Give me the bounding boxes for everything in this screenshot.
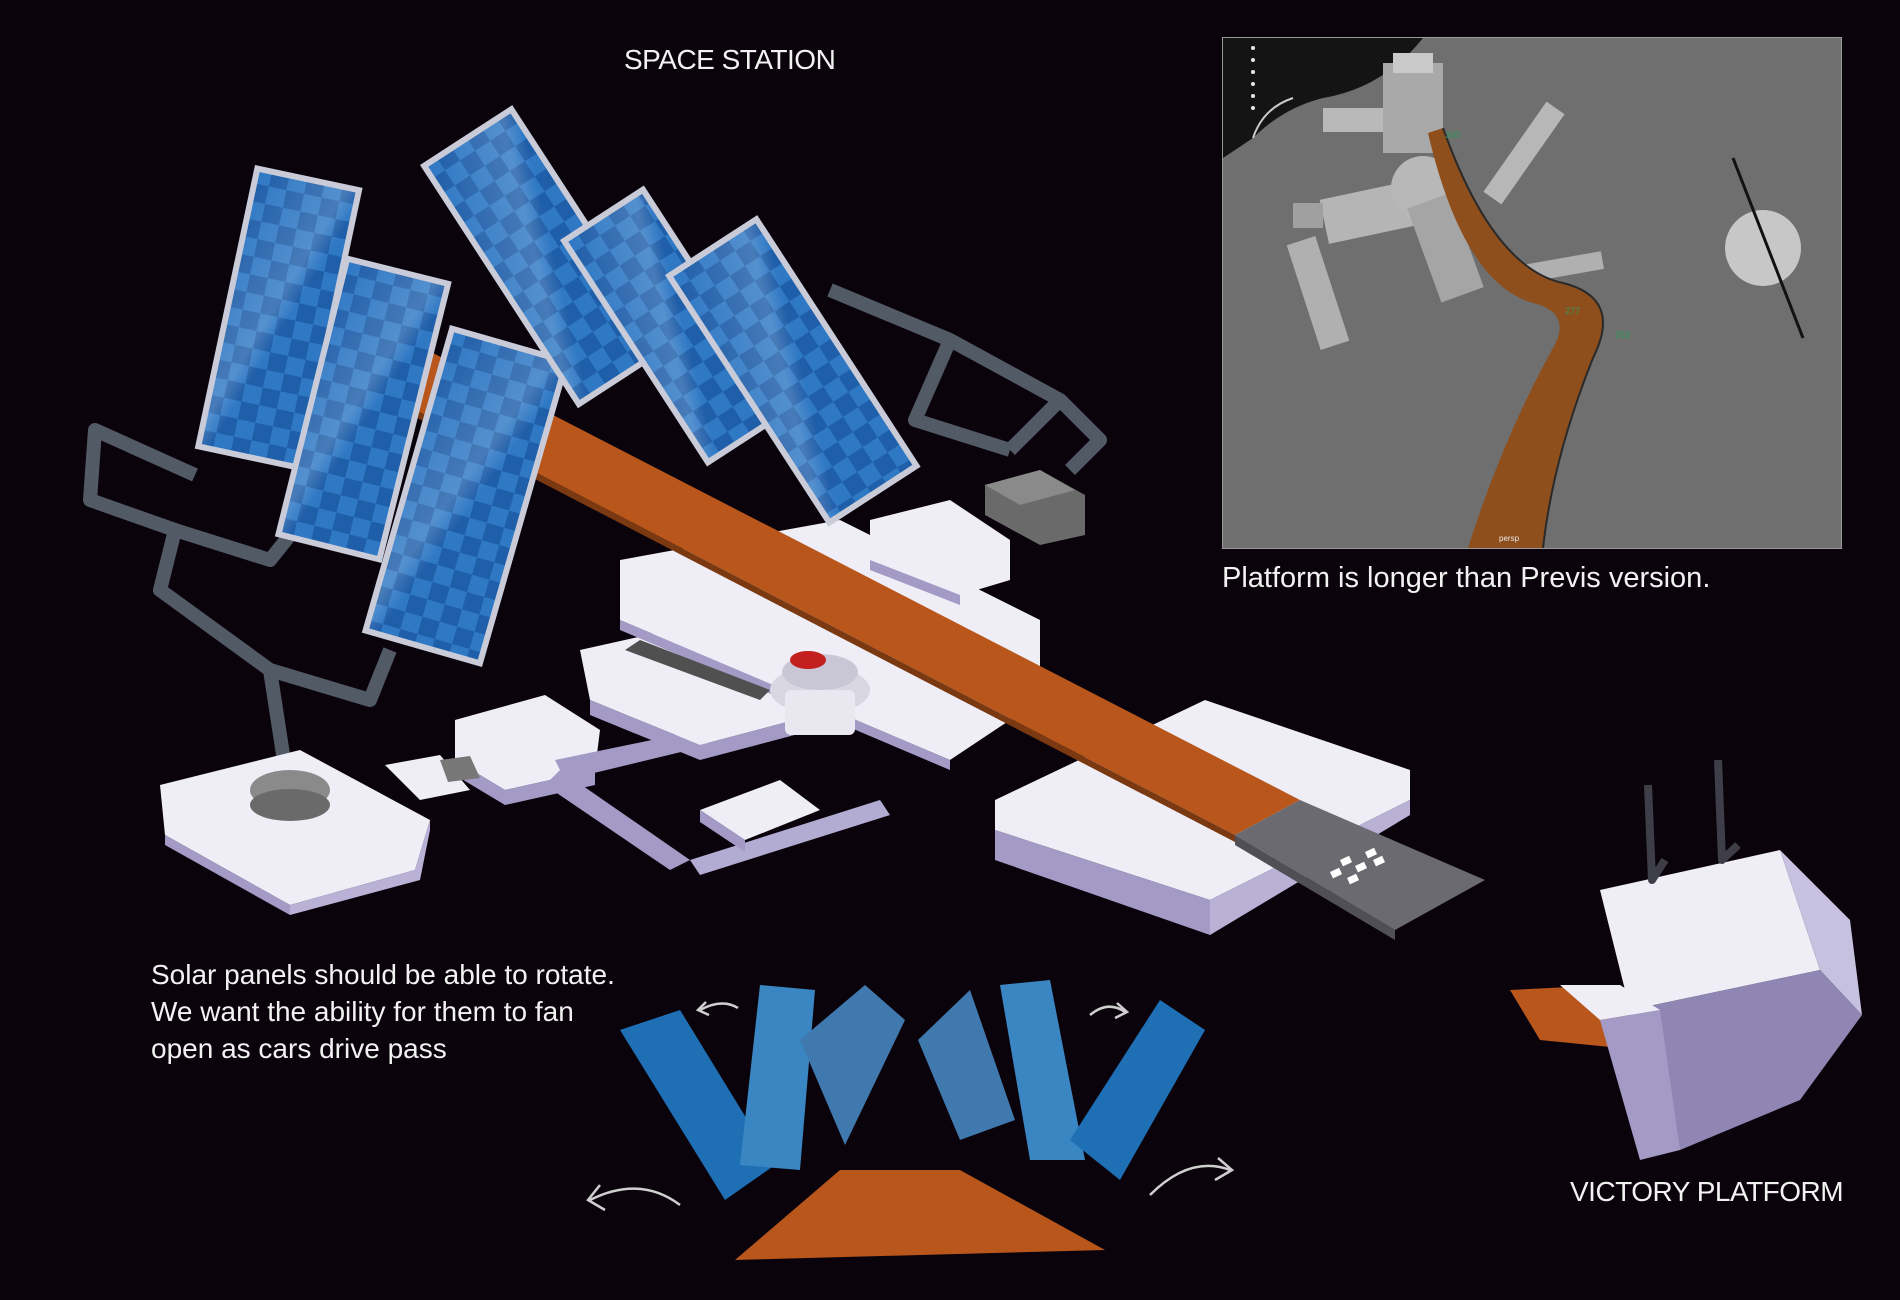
solar-panel-3: [361, 325, 571, 668]
viewport-label: persp: [1499, 534, 1520, 543]
page-title: SPACE STATION: [624, 44, 836, 75]
solar-panel-2: [274, 255, 452, 563]
note-line: We want the ability for them to fan: [151, 996, 574, 1027]
note-line: open as cars drive pass: [151, 1033, 447, 1064]
victory-platform-label: VICTORY PLATFORM: [1570, 1176, 1844, 1207]
solar-panel-6: [665, 215, 921, 527]
previs-marker: 300: [1445, 130, 1461, 140]
victory-platform: [1510, 759, 1862, 1160]
solar-panel-1: [194, 165, 363, 472]
solar-panel-5: [560, 185, 791, 467]
truss-arms: [83, 283, 1107, 802]
previs-caption: Platform is longer than Previs version.: [1222, 562, 1711, 594]
solar-panel-4: [420, 105, 671, 409]
fan-open-diagram: [586, 980, 1235, 1260]
previs-viewport: 300 277 253 persp: [1222, 37, 1842, 549]
solar-base: [160, 750, 470, 915]
previs-marker: 253: [1615, 330, 1631, 340]
previs-marker: 277: [1565, 306, 1581, 316]
note-line: Solar panels should be able to rotate.: [151, 959, 615, 990]
solar-panel-note: Solar panels should be able to rotate. W…: [151, 956, 711, 1067]
